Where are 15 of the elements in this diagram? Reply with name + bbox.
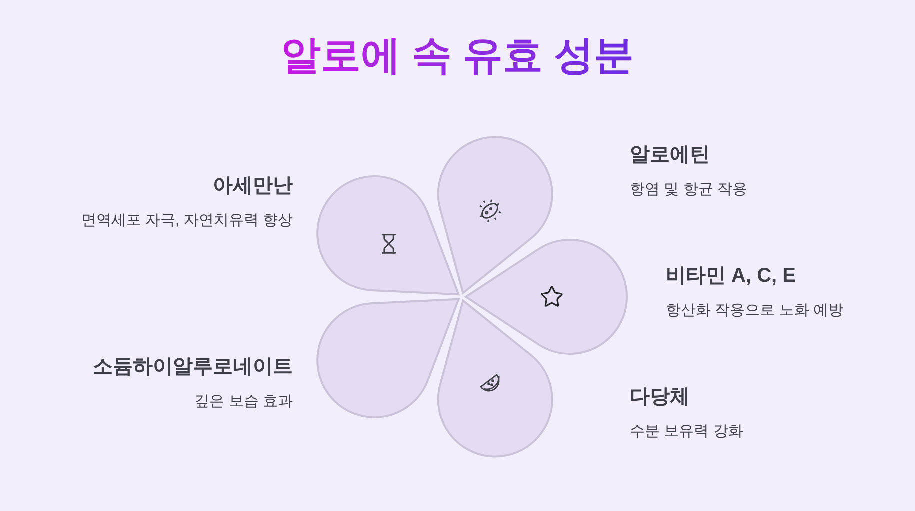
component-heading: 다당체 — [630, 385, 690, 410]
petal-shape — [316, 298, 460, 418]
component-heading: 아세만난 — [213, 174, 293, 199]
component-heading: 비타민 A, C, E — [666, 264, 796, 289]
component-description: 깊은 보습 효과 — [194, 392, 293, 412]
petal-shape — [437, 300, 554, 458]
petal-shape — [465, 239, 628, 355]
component-description: 항산화 작용으로 노화 예방 — [666, 301, 844, 321]
component-heading: 소듐하이알루로네이트 — [93, 355, 293, 380]
component-heading: 알로에틴 — [630, 143, 710, 168]
component-description: 항염 및 항균 작용 — [630, 180, 748, 200]
component-description: 수분 보유력 강화 — [630, 422, 744, 442]
component-description: 면역세포 자극, 자연치유력 향상 — [81, 211, 293, 231]
petal-shape — [437, 136, 554, 294]
petal-shape — [316, 176, 460, 296]
